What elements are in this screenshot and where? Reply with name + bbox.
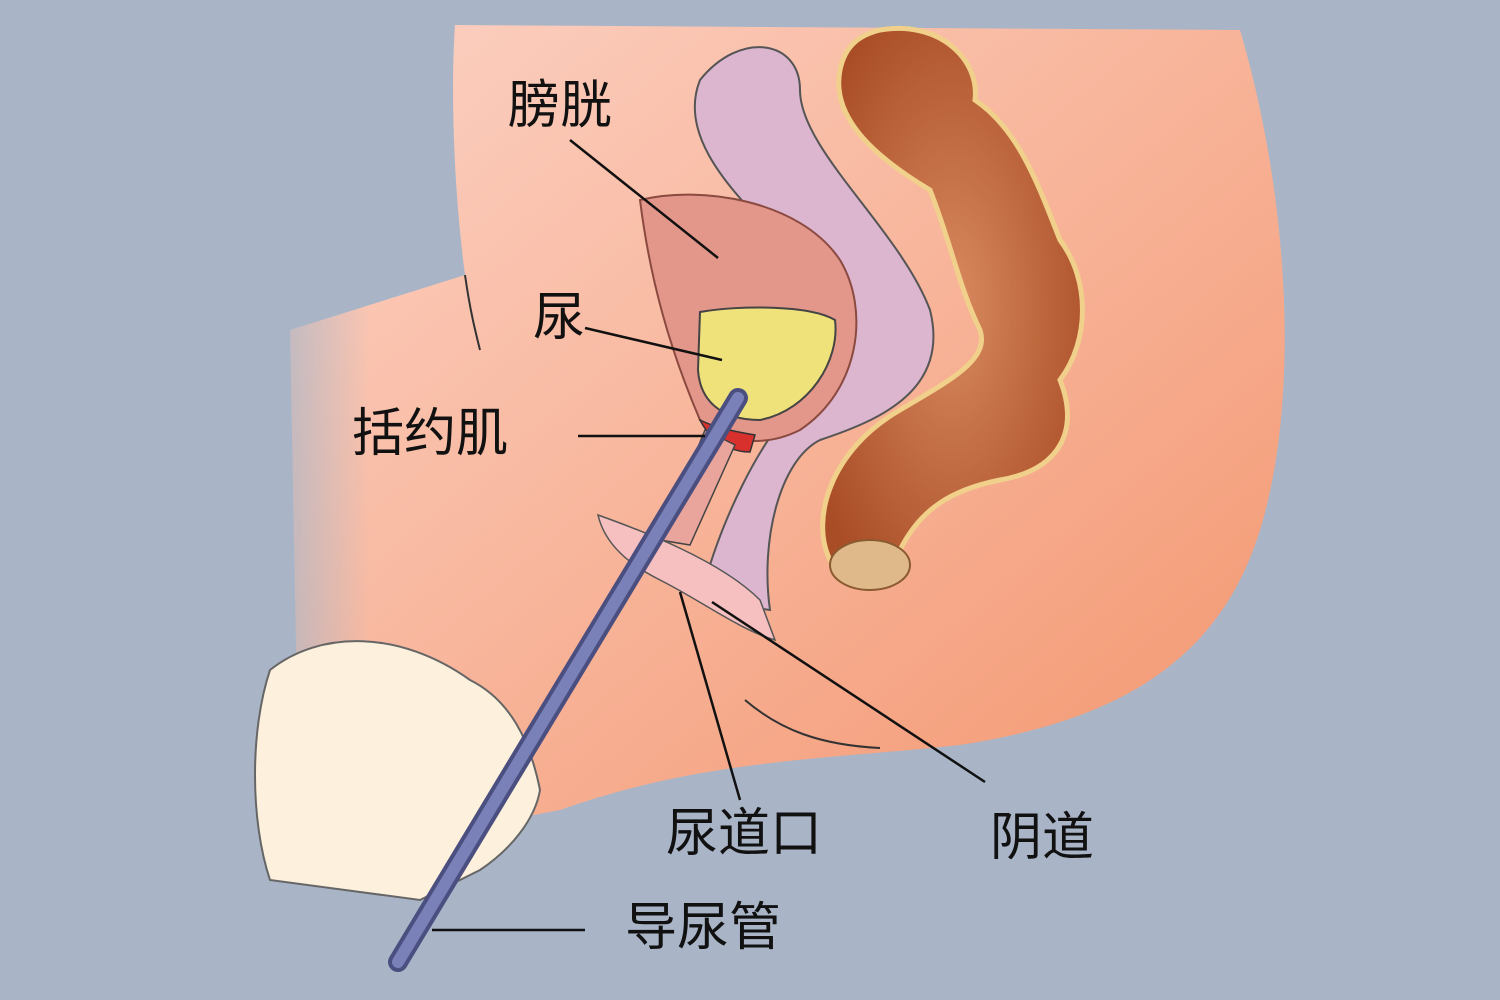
buttock-line — [744, 699, 881, 749]
label-catheter: 导尿管 — [625, 898, 782, 958]
leader-urethral-opening — [678, 591, 742, 801]
label-sphincter: 括约肌 — [352, 404, 509, 464]
label-bladder: 膀胱 — [508, 76, 613, 136]
leader-urine — [584, 326, 723, 362]
label-urine: 尿 — [533, 288, 586, 348]
label-urethral-opening: 尿道口 — [666, 804, 823, 864]
label-vagina: 阴道 — [990, 808, 1095, 868]
anus — [829, 539, 911, 591]
leader-bladder — [569, 139, 719, 259]
catheter-highlight — [392, 392, 744, 968]
leader-vagina — [711, 600, 986, 784]
thigh-line — [464, 274, 481, 351]
